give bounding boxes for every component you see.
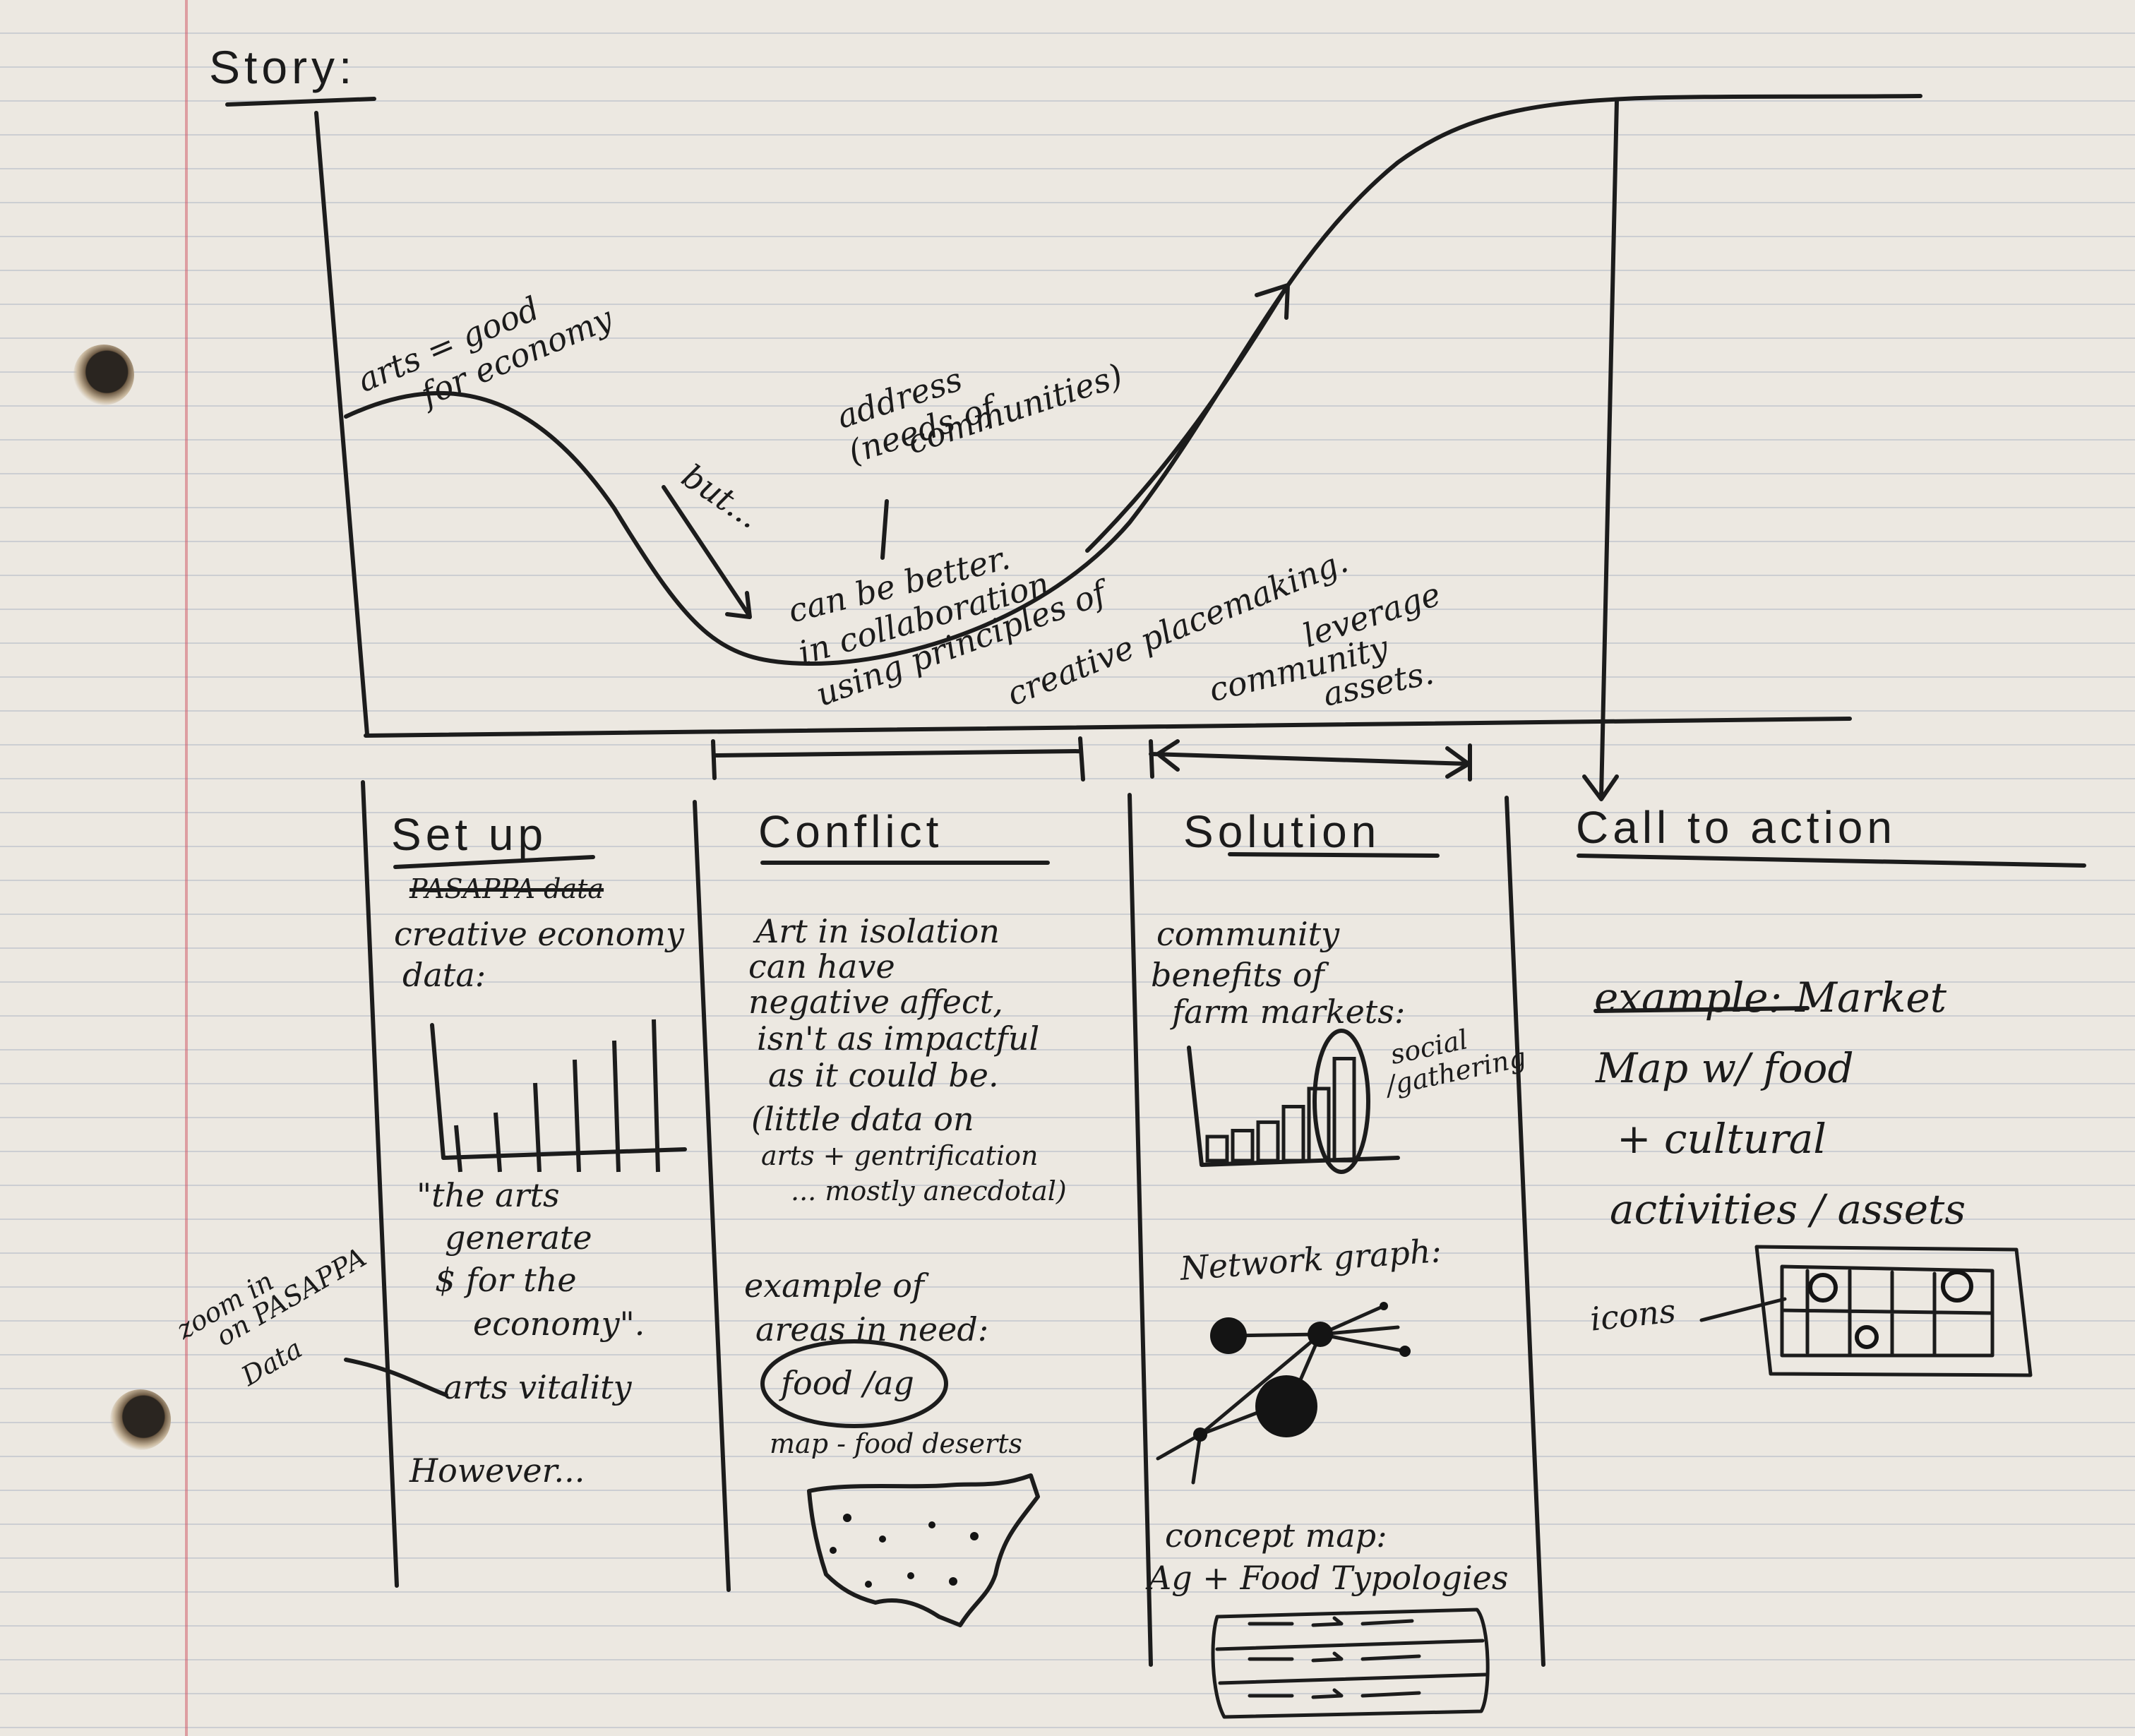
setup-however: However... [409, 1451, 585, 1490]
story-title: Story: [209, 41, 357, 93]
setup-arts-vitality: arts vitality [443, 1368, 632, 1406]
solution-heading: Solution [1183, 806, 1381, 857]
map-dot [879, 1536, 886, 1543]
food-ag-oval [760, 1339, 948, 1428]
map-dot [865, 1581, 872, 1588]
map-dot [907, 1572, 914, 1579]
x-axis [364, 717, 1852, 738]
solution-line-3: farm markets: [1172, 993, 1406, 1031]
punch-hole-bottom [110, 1389, 171, 1450]
y-axis [314, 111, 369, 736]
call-to-action-heading: Call to action [1576, 802, 1896, 853]
cta-line-4: activities / assets [1610, 1185, 1966, 1233]
solution-bar-3 [1256, 1120, 1280, 1163]
conflict-food-ag: food /ag [781, 1364, 914, 1402]
concept-map-icon [1211, 1608, 1490, 1719]
title-underline [225, 97, 376, 107]
but-arrow-icon [662, 485, 752, 619]
solution-concept-map-1: concept map: [1165, 1516, 1387, 1555]
column-divider-2 [693, 800, 731, 1592]
setup-line-2: data: [402, 956, 486, 994]
map-dot [843, 1514, 851, 1522]
solution-underline [1228, 852, 1440, 858]
setup-quote-1: "the arts [417, 1176, 560, 1214]
setup-chart-axes [430, 1023, 687, 1160]
conflict-heading: Conflict [758, 806, 943, 857]
conflict-map-label: map - food deserts [770, 1428, 1022, 1459]
cta-line-3: + cultural [1617, 1115, 1826, 1163]
us-map-icon [807, 1473, 1040, 1627]
map-dot [970, 1532, 979, 1540]
punch-hole-top [73, 345, 134, 405]
network-node-medium [1210, 1317, 1247, 1354]
phase-marker-conflict [711, 736, 1085, 782]
column-divider-1 [361, 780, 399, 1588]
network-node-small-2 [1193, 1427, 1207, 1442]
conflict-line-4: isn't as impactful [757, 1019, 1040, 1058]
call-to-action-line [1582, 98, 1619, 801]
cta-line-2: Map w/ food [1596, 1044, 1854, 1092]
highlight-oval [1312, 1029, 1370, 1174]
setup-bar-6 [652, 1019, 660, 1173]
phase-marker-solution [1149, 739, 1472, 782]
cta-icons-label: icons [1588, 1291, 1678, 1339]
conflict-line-5: as it could be. [768, 1056, 999, 1094]
setup-quote-2: generate [445, 1219, 592, 1257]
address-tick [880, 499, 889, 560]
conflict-example-2: areas in need: [755, 1310, 989, 1348]
solution-concept-map-2: Ag + Food Typologies [1148, 1559, 1509, 1597]
solution-bar-2 [1231, 1129, 1255, 1163]
story-curve [344, 94, 1922, 666]
conflict-line-1: Art in isolation [755, 912, 1000, 950]
setup-quote-3: $ for the [435, 1261, 577, 1299]
setup-quote-4: economy". [473, 1305, 645, 1343]
network-node-large [1255, 1375, 1317, 1437]
solution-line-2: benefits of [1151, 956, 1324, 994]
setup-line-1: creative economy [394, 915, 685, 953]
setup-bar-1 [454, 1125, 462, 1173]
up-arrow-icon [1085, 283, 1290, 553]
map-pin-icon-1 [1808, 1273, 1838, 1303]
conflict-line-2: can have [748, 947, 895, 986]
map-pin-icon-3 [1855, 1325, 1879, 1349]
setup-bar-5 [612, 1040, 621, 1173]
setup-bar-2 [494, 1112, 502, 1173]
solution-bar-group [1205, 1057, 1356, 1163]
cta-line-1: example: Market [1594, 974, 1947, 1022]
network-node-hub [1308, 1322, 1333, 1347]
conflict-line-8: ... mostly anecdotal) [791, 1175, 1067, 1207]
conflict-line-3: negative affect, [748, 983, 1003, 1021]
setup-heading: Set up [391, 809, 548, 860]
conflict-line-6: (little data on [751, 1100, 974, 1138]
setup-underline [393, 855, 595, 869]
side-note-pointer [344, 1358, 448, 1397]
solution-line-1: community [1156, 915, 1340, 953]
map-dot [949, 1577, 957, 1586]
setup-bar-3 [533, 1082, 542, 1173]
setup-crossed-out: PASAPPA data [409, 873, 604, 904]
solution-bar-4 [1281, 1105, 1305, 1163]
solution-bar-6 [1332, 1057, 1356, 1163]
column-divider-3 [1128, 793, 1153, 1667]
network-node-small-3 [1380, 1302, 1388, 1310]
market-map-icon [1699, 1245, 2033, 1377]
column-divider-4 [1505, 796, 1545, 1667]
solution-chart-axes [1187, 1046, 1400, 1167]
call-to-action-underline [1577, 854, 2086, 868]
margin-line [185, 0, 188, 1736]
conflict-line-7: arts + gentrification [761, 1140, 1039, 1171]
solution-bar-5 [1307, 1087, 1331, 1163]
solution-bar-1 [1205, 1135, 1229, 1163]
map-pin-icon-2 [1941, 1270, 1973, 1303]
example-underline [1593, 1006, 1810, 1013]
setup-bar-4 [573, 1059, 581, 1173]
setup-bar-group [454, 1019, 660, 1173]
network-node-small-1 [1399, 1346, 1411, 1357]
map-dot [830, 1547, 837, 1554]
conflict-example-1: example of [744, 1267, 924, 1305]
map-dot [928, 1521, 935, 1528]
